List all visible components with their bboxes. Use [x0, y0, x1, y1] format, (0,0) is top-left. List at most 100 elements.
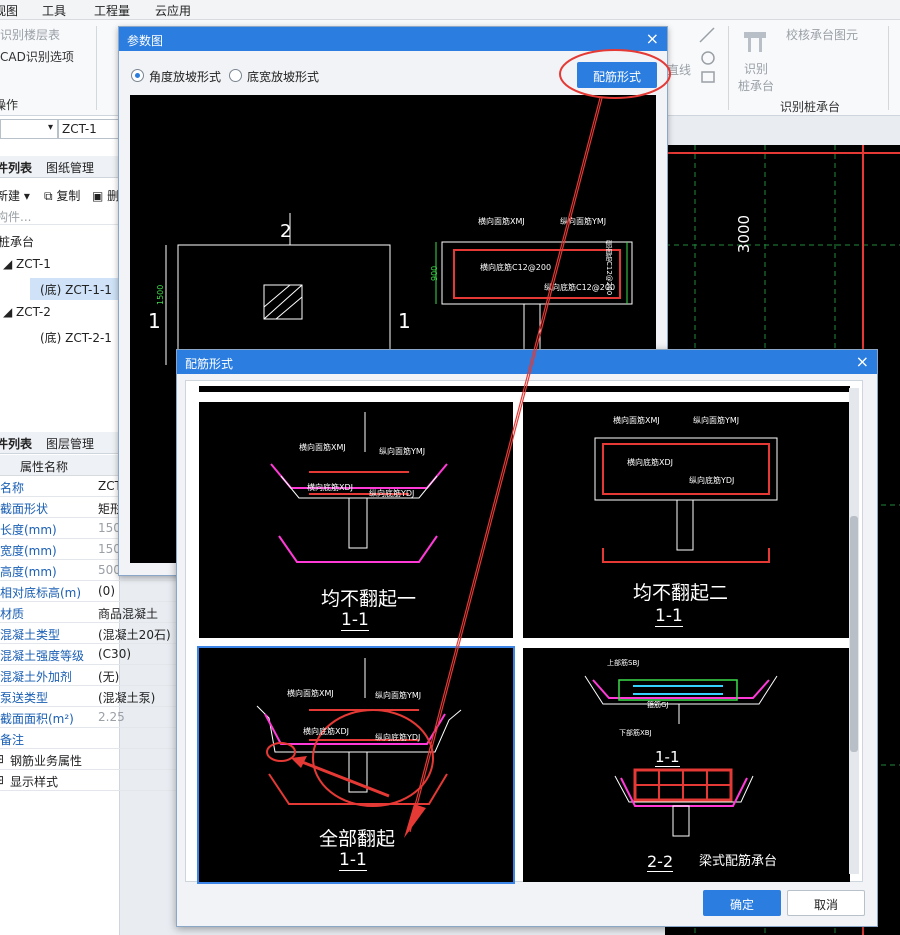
tree-item-zct2[interactable]: ◢ ZCT-2: [3, 305, 51, 319]
new-button[interactable]: 新建 ▾: [0, 189, 30, 203]
ok-button[interactable]: 确定: [703, 890, 781, 916]
search-input[interactable]: 构件...: [0, 205, 120, 225]
label-h-bot: 横向底筋XDJ: [307, 483, 353, 492]
tile-none-raised-1[interactable]: 横向面筋XMJ 纵向面筋YMJ 横向底筋XDJ 纵向底筋YDJ 均不翻起一 1-…: [199, 402, 513, 638]
property-row[interactable]: 长度(mm)150: [0, 518, 176, 539]
property-name: 备注: [0, 733, 25, 747]
label-top-bar: 上部筋SBJ: [607, 659, 640, 667]
property-row[interactable]: 高度(mm)500: [0, 560, 176, 581]
tile-none-raised-2[interactable]: 横向面筋XMJ 纵向面筋YMJ 横向底筋XDJ 纵向底筋YDJ 均不翻起二 1-…: [523, 402, 850, 638]
expand-icon[interactable]: ⊞: [0, 752, 4, 766]
delete-button[interactable]: ▣ 删: [92, 189, 120, 203]
parameter-dialog-title: 参数图: [127, 34, 164, 48]
tree-item-zct1-1[interactable]: (底) ZCT-1-1: [30, 278, 120, 300]
property-row[interactable]: 材质商品混凝土: [0, 602, 176, 623]
operation-group-label[interactable]: 操作: [0, 98, 19, 112]
copy-button[interactable]: ⧉ 复制: [44, 189, 81, 203]
cancel-button[interactable]: 取消: [787, 890, 865, 916]
property-value[interactable]: 矩形: [98, 502, 123, 516]
property-value[interactable]: (混凝土泵): [98, 691, 156, 705]
property-value[interactable]: 500: [98, 563, 121, 577]
property-value[interactable]: (混凝土20石): [98, 628, 171, 642]
property-value[interactable]: 2.25: [98, 710, 125, 724]
property-value[interactable]: 商品混凝土: [98, 607, 159, 621]
tile-1-caption: 均不翻起一: [321, 588, 417, 610]
expand-display-style[interactable]: ⊞显示样式: [0, 770, 176, 791]
menu-bar: 视图 工具 工程量 云应用: [0, 0, 900, 20]
property-row[interactable]: 备注: [0, 728, 176, 749]
rebar-form-scrollbar[interactable]: [849, 388, 859, 874]
tile-3-caption: 全部翻起: [319, 828, 396, 850]
menu-tools[interactable]: 工具: [42, 4, 67, 18]
tab-component-list[interactable]: 件列表: [0, 161, 33, 175]
property-row[interactable]: 截面面积(m²) 2.25: [0, 707, 176, 728]
menu-view[interactable]: 视图: [0, 4, 19, 18]
cad-options-button[interactable]: CAD识别选项: [0, 50, 74, 64]
property-row[interactable]: 混凝土外加剂(无): [0, 665, 176, 686]
radio-angle-slope[interactable]: [131, 69, 144, 82]
tile-4-section-top: 1-1: [655, 748, 680, 767]
label-v-bot-2: 纵向底筋YDJ: [689, 476, 735, 485]
property-value[interactable]: 150: [98, 521, 121, 535]
section-label-1-left: 1: [148, 309, 161, 333]
component-tabs: 件列表 图纸管理: [0, 156, 120, 178]
rebar-form-button[interactable]: 配筋形式: [577, 62, 657, 88]
check-pile-cap-button[interactable]: 校核承台图元: [786, 28, 859, 42]
property-row[interactable]: 相对底标高(m)(0): [0, 581, 176, 602]
tile-all-raised[interactable]: 横向面筋XMJ 纵向面筋YMJ 横向底筋XDJ 纵向底筋YDJ 全部翻起 1-1: [197, 646, 515, 884]
tile-all-raised-drawing: [256, 658, 462, 807]
tree-item-pile-cap[interactable]: 桩承台: [0, 235, 35, 249]
identify-pile-cap-group-label: 识别桩承台: [780, 100, 841, 114]
property-row[interactable]: 名称 ZCT: [0, 476, 176, 497]
close-icon[interactable]: ×: [855, 352, 869, 371]
radio-angle-slope-label[interactable]: 角度放坡形式: [149, 70, 222, 84]
expand-label: 钢筋业务属性: [10, 754, 83, 768]
property-value[interactable]: (无): [98, 670, 120, 684]
radio-width-slope[interactable]: [229, 69, 242, 82]
rebar-form-dialog: 配筋形式 × 横向面筋XMJ 纵向面筋YMJ 横向底筋XDJ 纵向底筋YDJ 均…: [176, 349, 878, 927]
rebar-label-h-top: 横向面筋XMJ: [478, 217, 525, 226]
menu-quantity[interactable]: 工程量: [94, 4, 131, 18]
property-value[interactable]: 150: [98, 542, 121, 556]
radio-width-slope-label[interactable]: 底宽放坡形式: [247, 70, 320, 84]
property-value[interactable]: (0): [98, 584, 115, 598]
tile-2-section: 1-1: [655, 606, 683, 627]
identify-label[interactable]: 识别: [744, 62, 769, 76]
tile-beam-type[interactable]: 上部筋SBJ 箍筋GJ 下部筋XBJ 1-1 2-2 梁式配筋承台: [523, 648, 850, 882]
draw-tools-icon[interactable]: [696, 24, 720, 88]
expand-rebar-properties[interactable]: ⊞ 钢筋业务属性: [0, 749, 176, 770]
pile-cap-icon: [744, 32, 766, 52]
line-tool-label[interactable]: 直线: [667, 63, 692, 77]
component-selector-value: ZCT-1: [62, 122, 97, 136]
tree-item-zct2-1[interactable]: (底) ZCT-2-1: [40, 331, 112, 345]
left-panel: ▾ ZCT-1 件列表 图纸管理 新建 ▾ ⧉ 复制 ▣ 删 构件... 桩承台…: [0, 116, 176, 935]
tile-none-raised-1-drawing: [270, 412, 448, 563]
expand-icon[interactable]: ⊞: [0, 773, 4, 787]
tab-component-list-2[interactable]: 件列表: [0, 437, 33, 451]
tab-layer-management[interactable]: 图层管理: [46, 437, 95, 451]
menu-cloud[interactable]: 云应用: [155, 4, 192, 18]
property-row[interactable]: 混凝土类型 (混凝土20石): [0, 623, 176, 644]
close-icon[interactable]: ×: [645, 29, 659, 48]
pile-cap-label[interactable]: 桩承台: [738, 79, 775, 93]
label-v-top: 纵向面筋YMJ: [379, 447, 426, 456]
property-row[interactable]: 混凝土强度等级 (C30): [0, 644, 176, 665]
property-row[interactable]: 宽度(mm) 150: [0, 539, 176, 560]
property-value[interactable]: (C30): [98, 647, 132, 661]
property-row[interactable]: 截面形状矩形: [0, 497, 176, 518]
property-name: 混凝土强度等级: [0, 649, 85, 663]
tab-drawing-management[interactable]: 图纸管理: [46, 161, 95, 175]
label-v-bot-3: 纵向底筋YDJ: [375, 733, 421, 742]
scrollbar-thumb[interactable]: [850, 516, 858, 752]
property-row[interactable]: 泵送类型(混凝土泵): [0, 686, 176, 707]
floor-selector[interactable]: ▾: [0, 119, 58, 139]
property-name: 截面面积(m²): [0, 712, 74, 726]
property-name: 混凝土类型: [0, 628, 61, 642]
property-name: 名称: [0, 481, 25, 495]
property-value[interactable]: ZCT: [98, 479, 122, 493]
property-name: 宽度(mm): [0, 544, 57, 558]
component-selector[interactable]: ZCT-1: [58, 119, 120, 139]
identify-floor-button[interactable]: 识别楼层表: [0, 28, 61, 42]
tree-item-zct1[interactable]: ◢ ZCT-1: [3, 257, 51, 271]
